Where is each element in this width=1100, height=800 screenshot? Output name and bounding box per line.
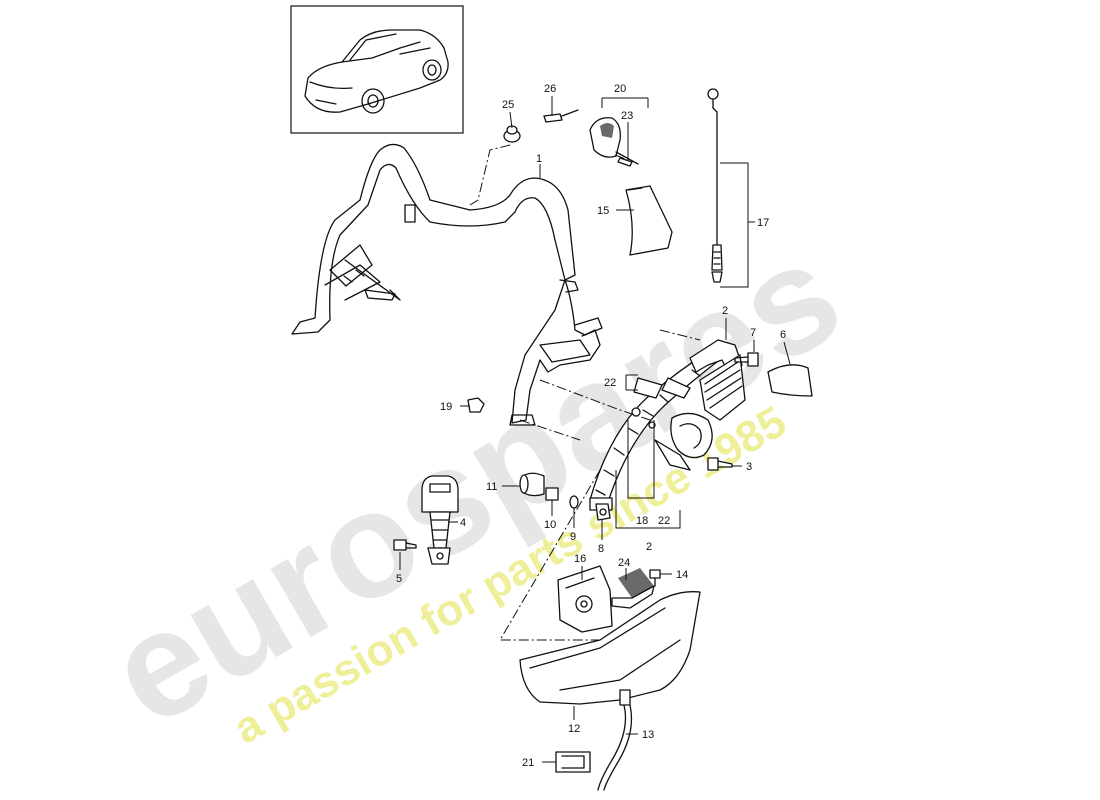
callout-25: 25 [502, 99, 514, 111]
nut-19 [467, 397, 485, 413]
callout-23: 23 [621, 110, 633, 122]
seat-belt-buckle-4 [421, 475, 459, 565]
spacer-11 [519, 472, 545, 497]
callout-14: 14 [676, 569, 688, 581]
callout-21: 21 [522, 757, 534, 769]
screw-14 [649, 569, 661, 587]
bolt-7 [734, 352, 759, 367]
leader-lines [399, 96, 791, 763]
callout-26: 26 [544, 83, 556, 95]
callout-4: 4 [460, 517, 466, 529]
drain-hose-13 [597, 689, 633, 791]
callout-10: 10 [544, 519, 556, 531]
callout-2-bottom: 2 [646, 541, 652, 553]
callout-13: 13 [642, 729, 654, 741]
seat-belt-assembly [589, 339, 746, 511]
roll-bar [291, 143, 603, 426]
callout-11: 11 [486, 481, 497, 493]
callout-22-top: 22 [604, 377, 616, 389]
mounting-plate-16 [557, 565, 613, 633]
washer-9 [569, 495, 579, 509]
callout-18: 18 [636, 515, 648, 527]
trim-cover-15-edge [627, 187, 643, 191]
callout-1: 1 [536, 153, 542, 165]
release-cable-17 [707, 88, 723, 283]
callout-9: 9 [570, 531, 576, 543]
callout-22-bottom: 22 [658, 515, 670, 527]
callout-19: 19 [440, 401, 452, 413]
callout-16: 16 [574, 553, 586, 565]
pad-24 [611, 568, 655, 609]
callout-2-top: 2 [722, 305, 728, 317]
pin-26 [543, 109, 579, 123]
callout-3: 3 [746, 461, 752, 473]
callout-7: 7 [750, 327, 756, 339]
callout-6: 6 [780, 329, 786, 341]
trim-panel-12-contour [529, 607, 681, 691]
callout-24: 24 [618, 557, 630, 569]
callouts: 1 25 26 20 23 15 17 2 7 6 22 19 3 11 4 1… [396, 83, 786, 769]
watermark-brand: eurospares [82, 208, 866, 758]
assembly-lines [469, 144, 701, 641]
trim-cover-15 [625, 185, 673, 256]
callout-8: 8 [598, 543, 604, 555]
callout-20: 20 [614, 83, 626, 95]
grommet-25 [503, 125, 521, 143]
belt-guide-23 [589, 117, 639, 167]
clip-21 [555, 751, 591, 773]
callout-17: 17 [757, 217, 769, 229]
watermark: eurospares a passion for parts since 198… [82, 208, 866, 758]
car-convertible-icon [304, 29, 449, 114]
trim-panel-12 [519, 591, 701, 705]
nut-8 [595, 503, 611, 521]
bolt-5 [393, 539, 417, 551]
callout-12: 12 [568, 723, 580, 735]
callout-5: 5 [396, 573, 402, 585]
vehicle-thumbnail [290, 5, 464, 134]
callout-15: 15 [597, 205, 609, 217]
cover-cap-6 [767, 364, 813, 397]
bolt-10 [545, 487, 559, 501]
